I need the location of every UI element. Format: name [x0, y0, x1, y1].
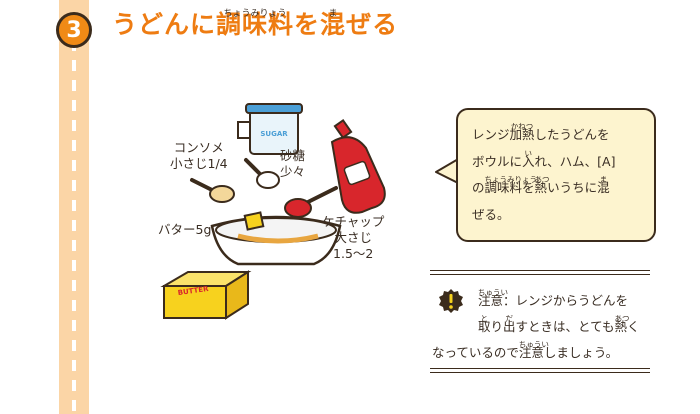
ruby-caution-2-reading: ちゅうい [518, 340, 549, 349]
caution-top-rule-2 [430, 274, 650, 275]
step-number: 3 [66, 17, 82, 43]
instruction-line-3b: を [522, 180, 535, 195]
ruby-heating-reading: かねつ [510, 122, 534, 131]
ruby-take-reading: と [480, 314, 489, 323]
caution-bottom-rule-2 [430, 372, 650, 373]
instruction-line-2: ボウルにい入れ、ハム、[A] [472, 149, 644, 176]
mixing-bowl-icon [210, 211, 342, 266]
caution-top-rule [430, 270, 650, 271]
ruby-hot-kanji: 熱 [534, 180, 548, 195]
title-part-2: を [294, 10, 321, 39]
ketchup-amount-unit: 大さじ [334, 230, 372, 245]
ruby-mix-kanji: 混 [597, 180, 610, 195]
instruction-line-1: レンジかねつ加熱したうどんを [472, 122, 644, 149]
title-ruby-mix: ま [328, 9, 338, 19]
ruby-put-in: い入 [522, 149, 535, 176]
title-ruby-seasoning: ちょうみりょう [223, 9, 287, 19]
ketchup-amount: 1.5〜2 [333, 246, 374, 261]
ruby-hot-2: あつ熱 [614, 314, 630, 340]
ingredients-illustration: SUGAR BUTTER [160, 103, 386, 320]
title-part-3: ぜる [346, 10, 399, 39]
ruby-take-kanji: 取 [478, 319, 491, 334]
caution-line-2b: すときは、とても [515, 319, 615, 334]
step-number-badge: 3 [56, 12, 92, 48]
title-kanji-seasoning-text: 調味料 [216, 10, 295, 39]
ruby-seasoning-reading: ちょうみりょう [484, 175, 538, 184]
side-dashed-line [72, 40, 76, 414]
ruby-caution-2-kanji: 注意 [518, 345, 544, 360]
consomme-name: コンソメ [173, 140, 224, 155]
instruction-line-2b: れ、ハム、[A] [534, 153, 616, 169]
ruby-out-kanji: 出 [503, 319, 516, 334]
ruby-put-in-kanji: 入 [522, 153, 535, 169]
ruby-hot-reading: あつ [534, 175, 550, 184]
ruby-heating-kanji: 加熱 [509, 127, 535, 142]
instruction-line-3a: の [472, 180, 485, 195]
instruction-line-1b: したうどんを [534, 127, 610, 142]
butter-label: バター5g [158, 222, 212, 237]
sugar-jar-label: SUGAR [260, 130, 288, 138]
consomme-spoon-icon [190, 178, 235, 203]
instruction-line-4: ぜる。 [472, 206, 510, 222]
caution-line-3b: しましょう。 [543, 345, 619, 360]
butter-pack-icon: BUTTER [160, 270, 252, 320]
ketchup-bottle-icon [330, 119, 386, 214]
title-part-1: うどんに [112, 10, 217, 39]
ketchup-label: ケチャップ 大さじ 1.5〜2 [322, 214, 384, 262]
ruby-mix: ま混 [597, 175, 610, 202]
ketchup-spoon-icon [284, 186, 338, 218]
sugar-spoon-icon [244, 158, 280, 189]
step-title: うどんに ちょうみりょう調味料 を ま混 ぜる [112, 9, 399, 40]
ruby-hot-2-kanji: 熱 [614, 319, 628, 334]
sugar-amount: 少々 [280, 164, 306, 179]
consomme-amount: 小さじ1/4 [170, 156, 228, 171]
sugar-label: 砂糖 少々 [280, 148, 305, 180]
caution-line-2a: り [490, 319, 504, 334]
caution-line-3: なっているのでちゅうい注意しましょう。 [432, 340, 664, 366]
instruction-line-3: のちょうみりょう調味料をあつ熱いうちにま混 [472, 175, 644, 202]
ruby-caution-reading: ちゅうい [478, 288, 508, 297]
ruby-heating: かねつ加熱 [510, 122, 535, 149]
ruby-out-reading: だ [505, 314, 514, 323]
caution-line-3a: なっているので [432, 345, 519, 360]
caution-exclamation-icon [439, 289, 463, 313]
ruby-seasoning-kanji: 調味料 [484, 180, 523, 195]
title-kanji-mix: ま混 [320, 9, 347, 40]
caution-line-1: ちゅうい注意：レンジからうどんを [432, 288, 664, 314]
instruction-line-1a: レンジ [472, 127, 510, 142]
ruby-out: だ出 [503, 314, 516, 340]
caution-text: ちゅうい注意：レンジからうどんを と取りだ出すときは、とてもあつ熱く なっている… [432, 288, 664, 366]
ruby-mix-reading: ま [599, 175, 608, 184]
caution-bottom-rule [430, 368, 650, 369]
ruby-put-in-reading: い [524, 148, 533, 158]
sugar-name: 砂糖 [280, 148, 306, 163]
title-kanji-seasoning: ちょうみりょう調味料 [216, 9, 295, 40]
bubble-tail [435, 157, 460, 185]
ruby-hot-2-reading: あつ [614, 314, 630, 323]
caution-line-2: と取りだ出すときは、とてもあつ熱く [432, 314, 664, 340]
caution-line-1a: ：レンジからうどんを [503, 293, 629, 308]
instruction-line-2a: ボウルに [472, 153, 523, 169]
caution-line-2c: く [627, 319, 640, 334]
ruby-take: と取 [478, 314, 491, 340]
title-kanji-mix-text: 混 [320, 10, 347, 39]
instruction-line-3c: いうちに [547, 180, 598, 195]
instruction-bubble: レンジかねつ加熱したうどんを ボウルにい入れ、ハム、[A] のちょうみりょう調味… [456, 108, 656, 242]
ruby-caution: ちゅうい注意 [478, 288, 508, 314]
ketchup-name: ケチャップ [322, 214, 385, 229]
ruby-hot: あつ熱 [534, 175, 550, 202]
ruby-caution-kanji: 注意 [478, 293, 504, 308]
ruby-caution-2: ちゅうい注意 [518, 340, 549, 366]
sugar-jar-icon: SUGAR [237, 103, 303, 155]
consomme-label: コンソメ 小さじ1/4 [170, 140, 228, 172]
ruby-seasoning: ちょうみりょう調味料 [484, 175, 538, 202]
instruction-text: レンジかねつ加熱したうどんを ボウルにい入れ、ハム、[A] のちょうみりょう調味… [472, 122, 644, 228]
